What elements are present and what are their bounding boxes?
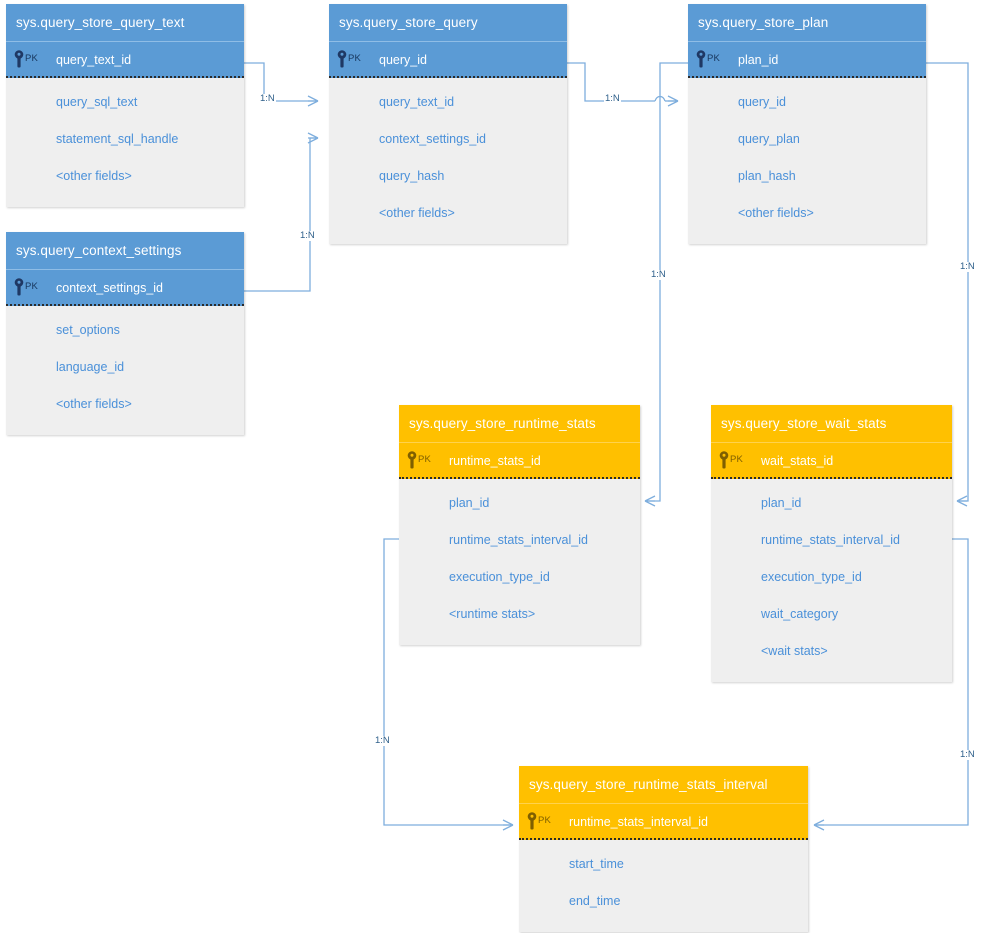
crowfoot-runtime-plan-id bbox=[644, 495, 656, 507]
entity-title: sys.query_context_settings bbox=[6, 232, 244, 270]
crowfoot-query-text-id bbox=[307, 95, 319, 107]
cardinality-label: 1:N bbox=[374, 735, 391, 746]
pk-label: PK bbox=[25, 53, 39, 65]
entity-fields: query_text_id context_settings_id query_… bbox=[329, 78, 567, 244]
primary-key-name: query_text_id bbox=[56, 53, 132, 67]
entity-query-store-runtime-stats[interactable]: sys.query_store_runtime_stats PK runtime… bbox=[399, 405, 640, 645]
entity-field[interactable]: query_sql_text bbox=[56, 95, 138, 109]
entity-fields: start_time end_time bbox=[519, 840, 808, 932]
entity-query-store-wait-stats[interactable]: sys.query_store_wait_stats PK wait_stats… bbox=[711, 405, 952, 682]
entity-fields: plan_id runtime_stats_interval_id execut… bbox=[711, 479, 952, 682]
key-icon: PK bbox=[719, 450, 743, 470]
entity-field[interactable]: set_options bbox=[56, 323, 120, 337]
entity-query-store-query-text[interactable]: sys.query_store_query_text PK query_text… bbox=[6, 4, 244, 207]
entity-field[interactable]: runtime_stats_interval_id bbox=[449, 533, 588, 547]
entity-primary-key-row[interactable]: PK wait_stats_id bbox=[711, 443, 952, 479]
cardinality-label: 1:N bbox=[259, 93, 276, 104]
key-icon: PK bbox=[14, 277, 38, 297]
connector-query-text-to-query bbox=[244, 62, 318, 102]
primary-key-name: plan_id bbox=[738, 53, 779, 67]
cardinality-label: 1:N bbox=[959, 261, 976, 272]
entity-field[interactable]: query_id bbox=[738, 95, 786, 109]
entity-title: sys.query_store_runtime_stats bbox=[399, 405, 640, 443]
entity-field[interactable]: query_plan bbox=[738, 132, 800, 146]
connector-query-to-plan bbox=[567, 62, 633, 102]
entity-fields: query_sql_text statement_sql_handle <oth… bbox=[6, 78, 244, 207]
entity-field[interactable]: wait_category bbox=[761, 607, 839, 621]
entity-title: sys.query_store_plan bbox=[688, 4, 926, 42]
entity-fields: plan_id runtime_stats_interval_id execut… bbox=[399, 479, 640, 645]
pk-label: PK bbox=[25, 281, 39, 293]
entity-field[interactable]: <wait stats> bbox=[761, 644, 828, 658]
key-icon: PK bbox=[14, 49, 38, 69]
entity-field[interactable]: plan_id bbox=[449, 496, 490, 510]
key-icon: PK bbox=[696, 49, 720, 69]
entity-query-store-plan[interactable]: sys.query_store_plan PK plan_id query_id… bbox=[688, 4, 926, 244]
entity-field[interactable]: <other fields> bbox=[738, 206, 814, 220]
entity-field[interactable]: execution_type_id bbox=[449, 570, 550, 584]
cardinality-label: 1:N bbox=[299, 230, 316, 241]
entity-field[interactable]: execution_type_id bbox=[761, 570, 862, 584]
entity-field[interactable]: query_text_id bbox=[379, 95, 455, 109]
entity-query-context-settings[interactable]: sys.query_context_settings PK context_se… bbox=[6, 232, 244, 435]
entity-primary-key-row[interactable]: PK runtime_stats_interval_id bbox=[519, 804, 808, 840]
line-hop bbox=[654, 95, 666, 102]
crowfoot-wait-plan-id bbox=[956, 495, 968, 507]
cardinality-label: 1:N bbox=[604, 93, 621, 104]
entity-fields: set_options language_id <other fields> bbox=[6, 306, 244, 435]
entity-field[interactable]: <other fields> bbox=[56, 397, 132, 411]
crowfoot-query-id bbox=[667, 95, 679, 107]
entity-field[interactable]: start_time bbox=[569, 857, 624, 871]
entity-field[interactable]: <runtime stats> bbox=[449, 607, 536, 621]
entity-query-store-query[interactable]: sys.query_store_query PK query_id query_… bbox=[329, 4, 567, 244]
entity-title: sys.query_store_runtime_stats_interval bbox=[519, 766, 808, 804]
cardinality-label: 1:N bbox=[959, 749, 976, 760]
entity-primary-key-row[interactable]: PK context_settings_id bbox=[6, 270, 244, 306]
entity-field[interactable]: <other fields> bbox=[56, 169, 132, 183]
pk-label: PK bbox=[707, 53, 721, 65]
entity-field[interactable]: runtime_stats_interval_id bbox=[761, 533, 900, 547]
primary-key-name: runtime_stats_interval_id bbox=[569, 815, 708, 829]
entity-primary-key-row[interactable]: PK query_id bbox=[329, 42, 567, 78]
entity-field[interactable]: context_settings_id bbox=[379, 132, 487, 146]
entity-field[interactable]: plan_id bbox=[761, 496, 802, 510]
entity-fields: query_id query_plan plan_hash <other fie… bbox=[688, 78, 926, 244]
primary-key-name: runtime_stats_id bbox=[449, 454, 541, 468]
primary-key-name: wait_stats_id bbox=[761, 454, 834, 468]
entity-primary-key-row[interactable]: PK query_text_id bbox=[6, 42, 244, 78]
connector-plan-to-runtime-stats bbox=[645, 62, 688, 502]
crowfoot-interval-pk-right bbox=[813, 819, 825, 831]
entity-title: sys.query_store_wait_stats bbox=[711, 405, 952, 443]
key-icon: PK bbox=[407, 450, 431, 470]
connector-context-settings-to-query bbox=[244, 137, 318, 292]
crowfoot-interval-pk-left bbox=[502, 819, 514, 831]
entity-field[interactable]: statement_sql_handle bbox=[56, 132, 179, 146]
cardinality-label: 1:N bbox=[650, 269, 667, 280]
entity-primary-key-row[interactable]: PK runtime_stats_id bbox=[399, 443, 640, 479]
key-icon: PK bbox=[527, 811, 551, 831]
entity-title: sys.query_store_query_text bbox=[6, 4, 244, 42]
primary-key-name: context_settings_id bbox=[56, 281, 164, 295]
pk-label: PK bbox=[348, 53, 362, 65]
crowfoot-context-settings-id bbox=[307, 132, 319, 144]
entity-title: sys.query_store_query bbox=[329, 4, 567, 42]
key-icon: PK bbox=[337, 49, 361, 69]
entity-field[interactable]: plan_hash bbox=[738, 169, 796, 183]
pk-label: PK bbox=[538, 815, 552, 827]
entity-field[interactable]: <other fields> bbox=[379, 206, 455, 220]
entity-field[interactable]: query_hash bbox=[379, 169, 445, 183]
entity-primary-key-row[interactable]: PK plan_id bbox=[688, 42, 926, 78]
entity-field[interactable]: end_time bbox=[569, 894, 621, 908]
primary-key-name: query_id bbox=[379, 53, 427, 67]
pk-label: PK bbox=[418, 454, 432, 466]
pk-label: PK bbox=[730, 454, 744, 466]
entity-query-store-runtime-stats-interval[interactable]: sys.query_store_runtime_stats_interval P… bbox=[519, 766, 808, 932]
entity-field[interactable]: language_id bbox=[56, 360, 125, 374]
